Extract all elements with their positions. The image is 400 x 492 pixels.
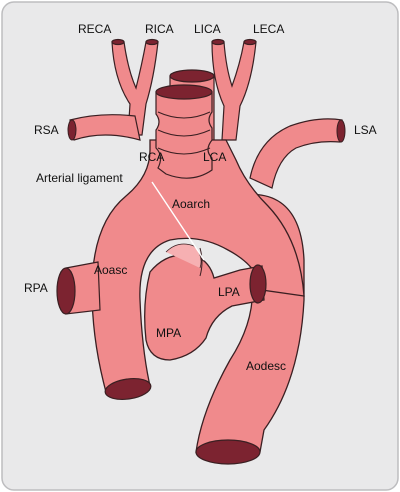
label-rpa: RPA <box>24 281 48 295</box>
aortic-arch <box>91 139 305 401</box>
label-lsa: LSA <box>354 123 377 137</box>
right-subclavian-artery <box>67 114 141 141</box>
front-tube <box>155 84 213 179</box>
label-arterial-ligament: Arterial ligament <box>36 171 123 185</box>
label-lpa: LPA <box>218 285 240 299</box>
arterial-ligament <box>151 181 205 277</box>
label-reca: RECA <box>78 22 111 36</box>
label-mpa: MPA <box>156 326 181 340</box>
label-rica: RICA <box>145 22 174 36</box>
label-lca: LCA <box>203 150 226 164</box>
main-pulmonary-artery <box>144 243 267 361</box>
label-leca: LECA <box>253 22 284 36</box>
label-aoarch: Aoarch <box>172 197 210 211</box>
left-carotid-branches <box>211 38 257 141</box>
label-aodesc: Aodesc <box>246 359 286 373</box>
right-carotid-branches <box>111 38 159 136</box>
label-rca: RCA <box>139 150 164 164</box>
label-aoasc: Aoasc <box>94 263 127 277</box>
right-pulmonary-artery <box>56 261 101 315</box>
label-lica: LICA <box>194 22 221 36</box>
left-subclavian-artery <box>249 118 346 189</box>
label-rsa: RSA <box>34 123 59 137</box>
